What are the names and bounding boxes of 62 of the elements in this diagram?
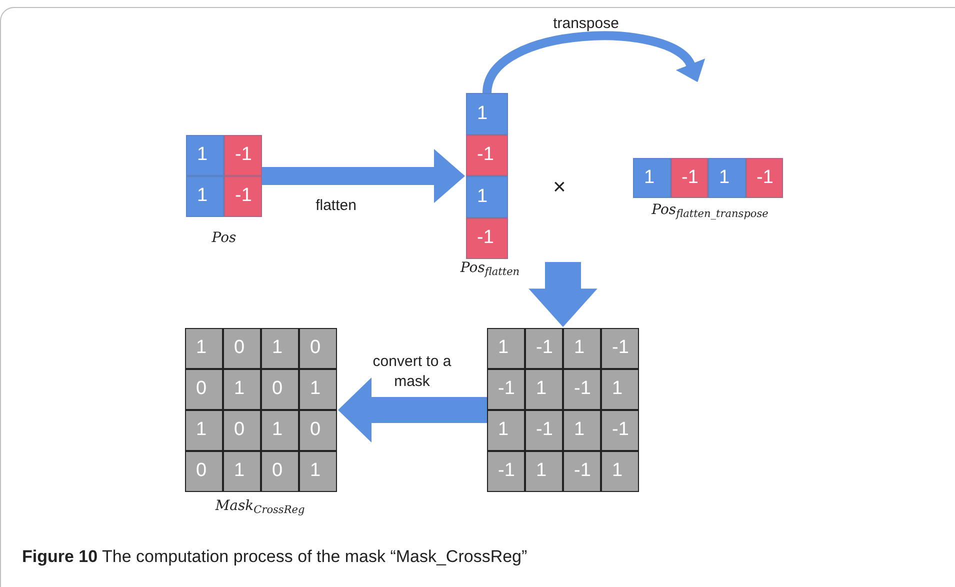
figure-caption: Figure 10 The computation process of the mask “Mask_CrossReg” (22, 546, 528, 568)
matrix-cell: 1 (261, 328, 299, 369)
matrix-cell: -1 (224, 176, 262, 217)
matrix-cell: 1 (299, 451, 337, 492)
matrix-cell: -1 (525, 328, 563, 369)
matrix-cell: 0 (223, 328, 261, 369)
matrix-label: Mask$_{CrossReg}$ (214, 497, 306, 517)
matrix-cell: 0 (261, 451, 299, 492)
multiply-sign: × (553, 173, 566, 201)
matrix-cell: 0 (299, 328, 337, 369)
matrix-cell: 1 (601, 369, 639, 410)
matrix-cell: 1 (601, 451, 639, 492)
block-arrow (528, 262, 598, 327)
matrix-cell: 0 (223, 410, 261, 451)
matrix-cell: -1 (224, 135, 262, 176)
matrix-cell: -1 (746, 158, 783, 198)
matrix-cell: 1 (466, 176, 508, 218)
block-arrow (338, 377, 487, 443)
matrix-cell: -1 (601, 328, 639, 369)
matrix-cell: -1 (563, 369, 601, 410)
matrix (487, 328, 639, 492)
matrix-cell: -1 (487, 451, 525, 492)
matrix-cell: -1 (563, 451, 601, 492)
matrix-cell: -1 (525, 410, 563, 451)
matrix-cell: 1 (487, 410, 525, 451)
matrix-cell: -1 (601, 410, 639, 451)
matrix-cell: 1 (563, 410, 601, 451)
edge-label: flatten (314, 196, 358, 216)
matrix-cell: 1 (185, 410, 223, 451)
matrix-label: Pos$_{flatten_transpose}$ (650, 201, 770, 221)
matrix-label: Pos (210, 229, 238, 248)
matrix-cell: 1 (261, 410, 299, 451)
matrix-cell: -1 (466, 134, 508, 176)
matrix-cell: 1 (186, 176, 224, 217)
matrix-cell: 0 (185, 451, 223, 492)
edge-label: convert to a mask (372, 352, 452, 392)
block-arrow (482, 31, 703, 94)
matrix (633, 158, 783, 198)
matrix-cell: -1 (466, 218, 508, 259)
matrix (185, 328, 337, 492)
matrix-label: Pos$_{flatten}$ (459, 259, 521, 279)
matrix-cell: -1 (487, 369, 525, 410)
matrix-cell: 1 (525, 451, 563, 492)
edge-label: transpose (552, 14, 620, 34)
matrix-cell: 0 (185, 369, 223, 410)
matrix-cell: 0 (299, 410, 337, 451)
matrix (186, 135, 262, 217)
matrix-cell: 1 (487, 328, 525, 369)
block-arrow (262, 148, 465, 204)
matrix-cell: -1 (670, 158, 708, 198)
matrix-cell: 1 (466, 93, 508, 134)
matrix-cell: 1 (563, 328, 601, 369)
matrix (466, 93, 508, 259)
matrix-cell: 1 (708, 158, 746, 198)
matrix-cell: 1 (299, 369, 337, 410)
matrix-cell: 1 (223, 369, 261, 410)
matrix-cell: 1 (185, 328, 223, 369)
matrix-cell: 1 (525, 369, 563, 410)
matrix-cell: 1 (186, 135, 224, 176)
matrix-cell: 0 (261, 369, 299, 410)
matrix-cell: 1 (633, 158, 670, 198)
matrix-cell: 1 (223, 451, 261, 492)
